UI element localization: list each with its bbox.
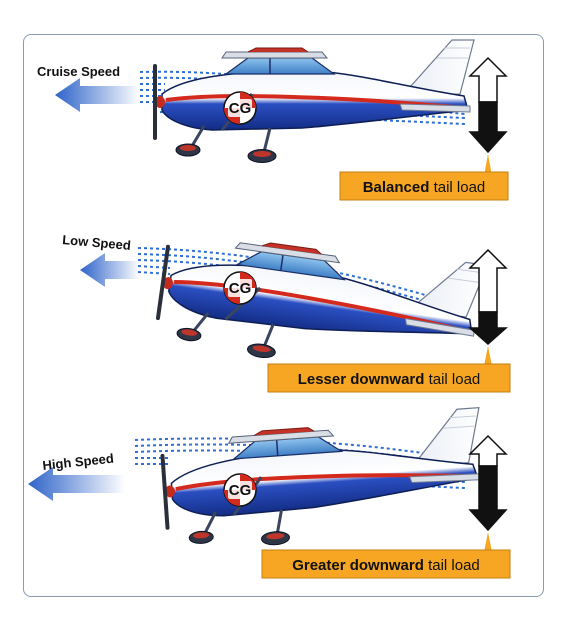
- lift-arrow-icon: [468, 56, 508, 103]
- down-arrow-icon: [468, 101, 508, 154]
- tail-load-arrows: [468, 248, 508, 346]
- tail-load-box: [339, 171, 509, 201]
- speed-label: High Speed: [42, 451, 115, 473]
- cg-label: CG: [229, 100, 252, 117]
- tail-load-label: Lesser downward tail load: [298, 371, 481, 388]
- cg-label: CG: [229, 482, 252, 499]
- airplane: [156, 405, 490, 555]
- panel-low-speed: Low Speed CG Lesser downward tail load: [62, 218, 511, 393]
- airflow-arrow-icon: [80, 253, 140, 287]
- panel-cruise: Cruise Speed CG Balanced tail load: [37, 38, 509, 201]
- cg-label: CG: [229, 280, 252, 297]
- airplane: [150, 218, 490, 389]
- panel-high-speed: High Speed CG Greater downward tail load: [28, 405, 511, 579]
- speed-label: Low Speed: [62, 232, 132, 253]
- down-arrow-icon: [468, 465, 508, 532]
- tail-load-box: [267, 363, 511, 393]
- airplane: [151, 38, 476, 165]
- lift-arrow-icon: [468, 434, 508, 467]
- airflow-arrow-icon: [28, 467, 125, 501]
- tail-load-arrows: [468, 434, 508, 532]
- tail-load-label: Balanced tail load: [363, 179, 486, 196]
- tail-load-box: [261, 549, 511, 579]
- airflow-arrow-icon: [55, 78, 140, 112]
- down-arrow-icon: [468, 311, 508, 346]
- tail-load-label: Greater downward tail load: [292, 557, 480, 574]
- tail-load-arrows: [468, 56, 508, 154]
- speed-label: Cruise Speed: [37, 64, 120, 79]
